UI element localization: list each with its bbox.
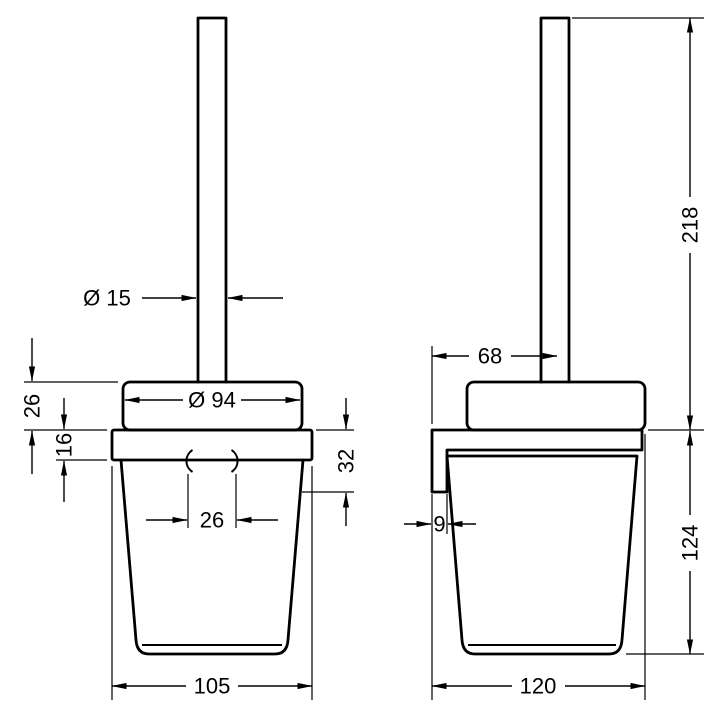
dim-label-overall-height: 218 bbox=[678, 207, 703, 244]
extension-line bbox=[302, 429, 354, 493]
dim-label-rim-offset: 32 bbox=[334, 449, 359, 473]
opening-arcs bbox=[185, 449, 239, 473]
wall-bracket-side bbox=[430, 428, 644, 494]
label-background bbox=[469, 344, 511, 368]
dim-overall-height: 218 bbox=[572, 17, 704, 431]
dim-label-lid-height: 26 bbox=[20, 394, 45, 418]
dim-label-rod-diameter: Ø 15 bbox=[83, 286, 131, 311]
dim-lid-height: 26 bbox=[20, 338, 118, 474]
dim-rod-diameter: Ø 15 bbox=[83, 286, 283, 311]
glass-cup-front bbox=[119, 458, 305, 656]
brush-handle-front bbox=[196, 16, 228, 384]
side-view: 218 68 9 124 120 bbox=[404, 16, 704, 700]
dim-overall-width: 105 bbox=[111, 466, 313, 700]
extension-line bbox=[187, 474, 237, 528]
dim-label-overall-width: 105 bbox=[194, 674, 231, 699]
dim-label-overall-depth: 120 bbox=[520, 674, 557, 699]
mounting-plate-front bbox=[110, 428, 314, 462]
dim-bracket-thickness: 9 bbox=[404, 494, 476, 537]
dim-label-wall-to-handle: 68 bbox=[478, 344, 502, 369]
dim-rim-offset: 32 bbox=[302, 398, 359, 526]
lid-side bbox=[465, 380, 647, 432]
extension-line bbox=[431, 434, 646, 700]
dim-overall-depth: 120 bbox=[431, 434, 646, 700]
dim-cup-height: 124 bbox=[626, 430, 704, 655]
dim-plate-height: 16 bbox=[52, 398, 107, 502]
dim-label-bracket-thickness: 9 bbox=[433, 512, 445, 537]
dim-label-lid-diameter: Ø 94 bbox=[188, 388, 236, 413]
label-background bbox=[186, 674, 238, 698]
dim-lid-diameter: Ø 94 bbox=[124, 388, 301, 413]
dim-label-plate-height: 16 bbox=[52, 433, 77, 457]
front-view: Ø 15 Ø 94 26 16 32 bbox=[20, 16, 359, 700]
dim-label-cup-height: 124 bbox=[678, 525, 703, 562]
dim-opening-width: 26 bbox=[146, 474, 278, 533]
label-background bbox=[183, 388, 241, 412]
label-background bbox=[512, 674, 565, 698]
label-background bbox=[677, 197, 703, 253]
brush-handle-side bbox=[539, 16, 571, 384]
label-background bbox=[433, 512, 446, 536]
label-background bbox=[677, 515, 703, 571]
dim-label-opening-width: 26 bbox=[200, 508, 224, 533]
extension-line bbox=[572, 17, 704, 431]
extension-line bbox=[111, 466, 313, 700]
dim-wall-to-handle: 68 bbox=[431, 344, 558, 424]
extension-line bbox=[24, 381, 118, 431]
glass-cup-side bbox=[445, 454, 639, 656]
